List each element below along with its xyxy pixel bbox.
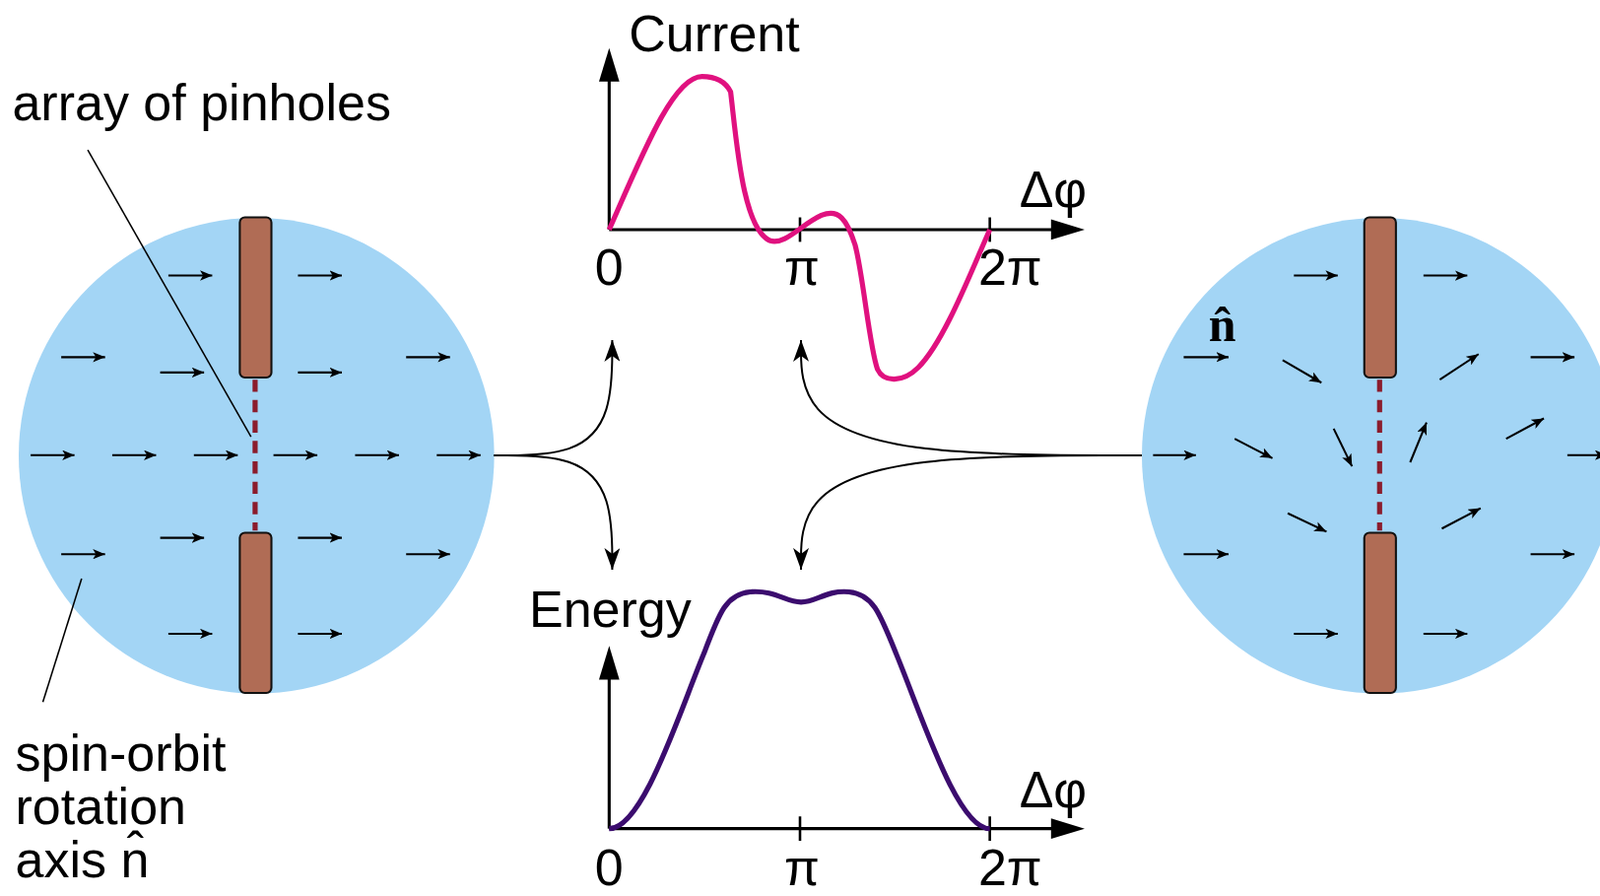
pinhole-array	[252, 379, 258, 531]
tick-label: π	[784, 241, 820, 293]
texture-arrow	[436, 454, 481, 457]
axis-label: Δφ	[1019, 763, 1087, 815]
pinhole-barrier	[239, 217, 271, 693]
connectors	[493, 339, 1142, 570]
flow-arrow	[800, 455, 1142, 570]
axis-head	[599, 48, 620, 82]
leader-line	[43, 578, 82, 702]
texture-arrow	[1183, 552, 1229, 555]
axis-title: Energy	[529, 583, 692, 635]
texture-arrow	[297, 273, 342, 276]
pinhole-barrier	[1364, 217, 1397, 693]
tick-label: π	[784, 841, 820, 893]
texture-arrow	[1506, 417, 1544, 439]
current-curve	[608, 76, 990, 380]
texture-arrow	[273, 454, 319, 457]
graph-panel: CurrentΔφ 0 π 2π	[515, 0, 1097, 340]
texture-arrow	[1439, 353, 1478, 380]
circle-outline	[18, 217, 495, 694]
texture-arrow	[1531, 355, 1576, 358]
leader-lines	[43, 149, 252, 702]
barrier-wall	[239, 217, 271, 379]
barrier-wall	[1364, 217, 1397, 379]
sample-circle: array of pinholesspin-orbit rotation axi…	[18, 217, 495, 694]
texture-arrow	[1183, 355, 1229, 358]
tick-label: 0	[595, 841, 624, 893]
texture-arrows	[1152, 275, 1600, 634]
graph-panel: EnergyΔφ 0 π 2π	[515, 569, 1097, 896]
leader-line	[87, 149, 252, 437]
texture-arrow	[1441, 508, 1480, 530]
tick-label: 0	[595, 241, 624, 293]
texture-arrow	[1423, 273, 1468, 276]
texture-arrow	[1293, 632, 1338, 635]
texture-arrow	[405, 552, 451, 555]
tick-label: 2π	[978, 841, 1043, 893]
callout-label: spin-orbit rotation axis n̂	[15, 726, 237, 886]
texture-arrow	[1152, 454, 1197, 457]
tick-label: 2π	[978, 241, 1043, 293]
flow-arrow	[493, 455, 612, 570]
pinhole-array	[1377, 379, 1383, 531]
energy-axes	[599, 645, 1085, 841]
texture-arrow	[1282, 359, 1322, 383]
texture-arrow	[1409, 422, 1427, 463]
texture-arrow	[1531, 552, 1576, 555]
axis-title: Current	[628, 7, 800, 60]
flow-arrow	[800, 339, 1142, 456]
current-axes	[599, 48, 1085, 243]
axis-symbol: n̂	[1208, 299, 1237, 349]
circle-fill	[1141, 217, 1600, 694]
axis-head	[1051, 219, 1085, 241]
axis-head	[1051, 817, 1085, 839]
flow-arrow	[493, 339, 612, 456]
texture-arrow	[1567, 454, 1600, 457]
circle-fill	[18, 217, 495, 694]
texture-arrow	[61, 552, 106, 555]
texture-arrow	[354, 454, 400, 457]
texture-arrow	[112, 454, 157, 457]
texture-arrow	[297, 371, 342, 374]
texture-arrow	[30, 454, 75, 457]
callout-label: array of pinholes	[11, 76, 391, 129]
barrier-wall	[1364, 532, 1397, 693]
circle-outline	[1141, 217, 1600, 694]
barrier-wall	[239, 532, 271, 693]
texture-arrow	[1333, 428, 1353, 467]
texture-arrow	[1234, 438, 1272, 459]
axis-tick	[799, 815, 802, 841]
texture-arrow	[1287, 513, 1327, 533]
texture-arrow	[297, 536, 342, 539]
texture-arrow	[194, 454, 239, 457]
texture-arrow	[297, 632, 342, 635]
axis-line	[607, 674, 611, 828]
texture-arrow	[1423, 632, 1468, 635]
axis-head	[599, 645, 620, 679]
texture-arrow	[168, 273, 213, 276]
sample-circle: n̂	[1141, 217, 1600, 694]
texture-arrow	[160, 536, 205, 539]
texture-arrows	[30, 275, 481, 634]
axis-label: Δφ	[1019, 163, 1087, 215]
texture-arrow	[168, 632, 213, 635]
texture-arrow	[1293, 273, 1338, 276]
texture-arrow	[61, 355, 106, 358]
texture-arrow	[160, 371, 205, 374]
axis-line	[607, 77, 611, 230]
texture-arrow	[405, 355, 451, 358]
